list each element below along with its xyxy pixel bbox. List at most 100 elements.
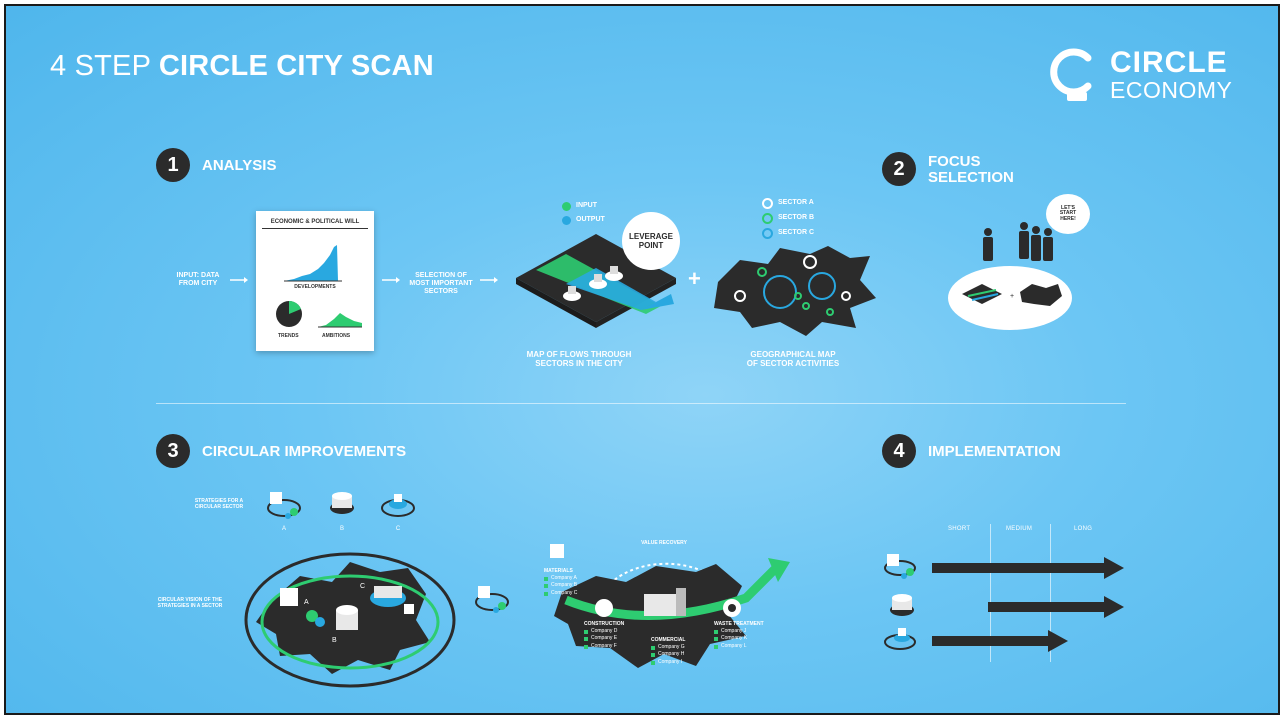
slide: 4 STEP CIRCLE CITY SCAN CIRCLE ECONOMY 1…: [4, 4, 1280, 715]
flow-map-illustration: [516, 234, 676, 328]
company-bullet-icon: [651, 660, 655, 665]
company-item: Company F: [584, 643, 624, 651]
logo-line2: ECONOMY: [1110, 77, 1233, 103]
card-title: ECONOMIC & POLITICAL WILL: [262, 219, 368, 229]
political-will-card: ECONOMIC & POLITICAL WILL DEVELOPMENTS T…: [256, 211, 374, 351]
company-bullet-icon: [651, 645, 655, 650]
company-name: Company H: [658, 651, 685, 658]
geo-map-line1: GEOGRAPHICAL MAP: [750, 350, 836, 359]
title-bold: CIRCLE CITY SCAN: [158, 50, 434, 82]
selection-line3: SECTORS: [424, 288, 458, 296]
ambitions-label: AMBITIONS: [322, 333, 351, 339]
strategies-label: STRATEGIES FOR A CIRCULAR SECTOR: [186, 498, 252, 511]
timeline-medium: MEDIUM: [1006, 526, 1033, 532]
company-item: Company C: [544, 590, 577, 598]
sector-b-ring-icon: [762, 213, 773, 224]
step-2-label-line1: FOCUS: [928, 153, 981, 170]
company-name: Company E: [591, 635, 618, 642]
svg-text:B: B: [340, 526, 344, 532]
step-4-number: 4: [882, 434, 916, 468]
company-name: Company A: [551, 574, 577, 581]
sector-b-item: SECTOR B: [762, 213, 814, 224]
strategy-a-timeline-icon: [884, 554, 916, 579]
waste-treatment-label: WASTE TREATMENT: [714, 621, 764, 627]
sector-a-item: SECTOR A: [762, 198, 814, 209]
vision-label: CIRCULAR VISION OF THE STRATEGIES IN A S…: [146, 597, 234, 610]
trends-pie-icon: [276, 301, 302, 327]
company-name: Company D: [591, 627, 618, 634]
page-title: 4 STEP CIRCLE CITY SCAN: [50, 50, 434, 83]
sector-c-ring-icon: [762, 228, 773, 239]
input-dot-icon: [562, 202, 571, 211]
legend-input-label: INPUT: [576, 202, 597, 210]
sector-legend: SECTOR A SECTOR B SECTOR C: [762, 198, 814, 239]
company-item: Company B: [544, 582, 577, 590]
strategy-c-icon: C: [381, 494, 415, 532]
svg-text:A: A: [304, 599, 309, 606]
strategy-a-icon: A: [267, 492, 301, 532]
company-name: Company K: [721, 635, 748, 642]
ambitions-chart-icon: [318, 313, 362, 328]
company-item: Company D: [584, 628, 624, 636]
timeline-divider: [1050, 524, 1051, 662]
step-4-label: IMPLEMENTATION: [928, 442, 1061, 460]
output-dot-icon: [562, 216, 571, 225]
step-4-heading: 4 IMPLEMENTATION: [882, 434, 1061, 468]
svg-text:C: C: [360, 583, 365, 590]
sector-c-label: SECTOR C: [778, 229, 815, 237]
construction-label: CONSTRUCTION: [584, 621, 625, 627]
svg-text:C: C: [396, 526, 401, 532]
sector-c-item: SECTOR C: [762, 228, 814, 239]
step-2-number: 2: [882, 152, 916, 186]
logo-line1: CIRCLE: [1110, 46, 1228, 79]
strategy-b-icon: B: [330, 492, 354, 532]
company-bullet-icon: [651, 653, 655, 657]
selection-line1: SELECTION OF: [415, 272, 467, 279]
section-divider: [156, 403, 1126, 404]
sector-a-label: SECTOR A: [778, 199, 814, 207]
strategies-line2: CIRCULAR SECTOR: [194, 503, 244, 510]
legend-output: OUTPUT: [562, 216, 605, 225]
legend-output-label: OUTPUT: [576, 216, 605, 224]
value-recovery-label: VALUE RECOVERY: [641, 540, 687, 546]
strategies-line1: STRATEGIES FOR A: [194, 498, 244, 504]
svg-text:A: A: [282, 526, 286, 532]
input-data-label: INPUT: DATA FROM CITY: [168, 272, 228, 288]
timeline-short: SHORT: [948, 526, 971, 532]
strategy-c-timeline-icon: [884, 628, 916, 650]
value-chain-illustration: [550, 544, 790, 668]
company-name: Company G: [658, 643, 685, 650]
title-prefix: 4 STEP: [50, 50, 151, 82]
focus-selection-illustration: +: [948, 222, 1072, 330]
legend-input: INPUT: [562, 202, 597, 211]
strategy-b-timeline-icon: [890, 594, 914, 616]
map-flows-line1: MAP OF FLOWS THROUGH: [526, 350, 632, 359]
company-bullet-icon: [714, 629, 718, 634]
input-line2: FROM CITY: [178, 280, 218, 288]
svg-text:B: B: [332, 637, 337, 644]
bubble-line1: LET'S: [1061, 204, 1075, 211]
company-item: Company L: [714, 643, 764, 651]
input-line1: INPUT: DATA: [176, 272, 220, 279]
selection-line2: MOST IMPORTANT: [409, 280, 473, 288]
selection-label: SELECTION OF MOST IMPORTANT SECTORS: [404, 272, 478, 296]
step-2-label-line2: SELECTION: [928, 168, 1014, 186]
developments-label: DEVELOPMENTS: [294, 284, 336, 290]
bubble-line2: START: [1059, 210, 1077, 217]
strategy-a-small-icon: [475, 586, 509, 613]
map-flows-caption: MAP OF FLOWS THROUGH SECTORS IN THE CITY: [514, 350, 644, 368]
map-flows-line2: SECTORS IN THE CITY: [535, 359, 623, 369]
timeline-divider: [990, 524, 991, 662]
company-item: Company E: [584, 635, 624, 643]
company-bullet-icon: [714, 637, 718, 641]
company-bullet-icon: [584, 637, 588, 641]
developments-chart-icon: [284, 245, 342, 282]
timeline-arrow-b: [988, 596, 1124, 618]
company-bullet-icon: [714, 644, 718, 649]
company-item: Company H: [651, 651, 685, 659]
step-1-label: ANALYSIS: [202, 156, 277, 174]
